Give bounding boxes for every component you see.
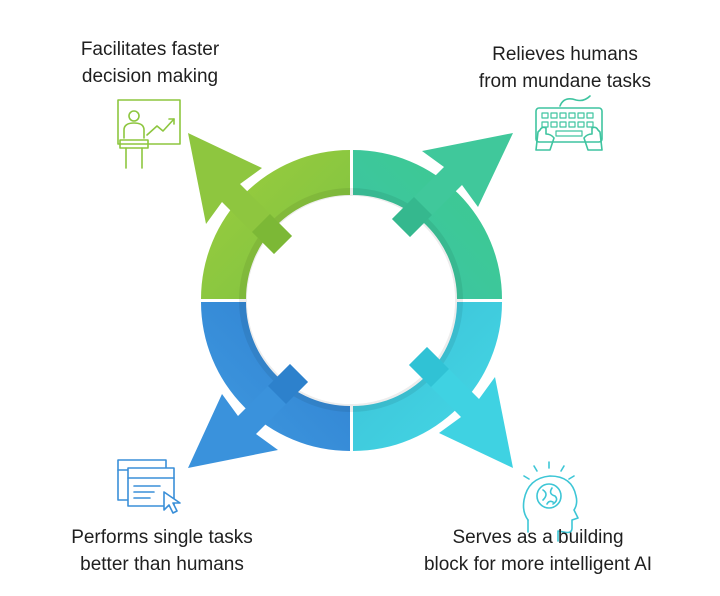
arrow-top-right xyxy=(392,133,513,237)
benefit-line: decision making xyxy=(81,66,219,87)
benefit-line: Facilitates faster xyxy=(80,39,220,60)
benefit-label-top-right: Relieves humans from mundane tasks xyxy=(445,41,685,95)
benefit-label-bottom-left: Performs single tasks better than humans xyxy=(22,524,302,578)
benefit-label-top-left: Facilitates faster decision making xyxy=(40,36,260,90)
arrow-bottom-left xyxy=(188,364,308,468)
screen-cursor-icon xyxy=(117,459,181,514)
benefit-line: block for more intelligent AI xyxy=(423,554,653,575)
benefit-label-bottom-right: Serves as a building block for more inte… xyxy=(388,524,688,578)
ring-inner-shadow xyxy=(239,188,463,412)
arrow-bottom-right xyxy=(409,347,513,468)
benefit-line: Serves as a building xyxy=(452,527,624,548)
keyboard-hands-icon xyxy=(535,95,603,151)
benefit-line: from mundane tasks xyxy=(478,71,652,92)
ring-center xyxy=(247,196,455,404)
ring-quadrant-top-right xyxy=(353,150,502,299)
benefit-line: Relieves humans xyxy=(492,44,638,65)
presentation-icon xyxy=(117,99,181,169)
benefit-line: better than humans xyxy=(80,554,244,575)
benefit-line: Performs single tasks xyxy=(71,527,253,548)
arrow-top-left xyxy=(188,133,292,254)
brain-head-icon xyxy=(522,461,579,542)
ring-quadrant-bottom-left xyxy=(201,302,350,451)
